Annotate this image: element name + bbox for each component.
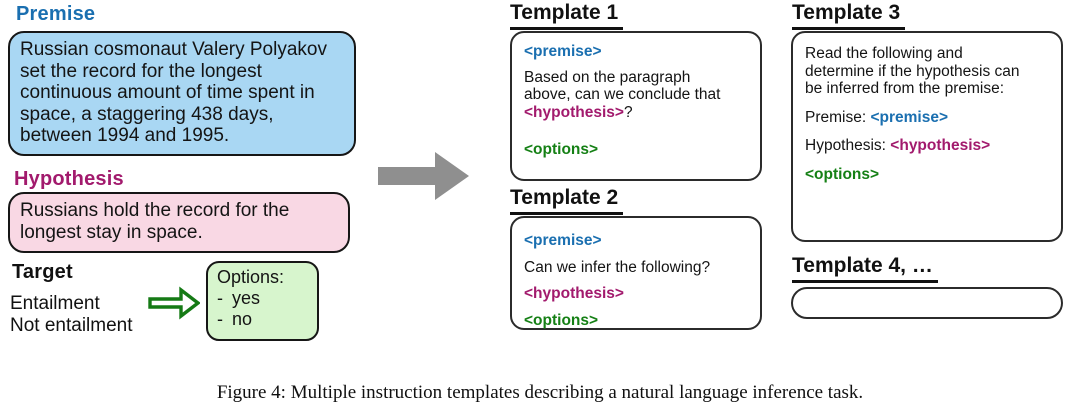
template-2-section: Template 2 xyxy=(510,186,624,215)
template-4-section: Template 4, … xyxy=(792,254,938,283)
template-4-title: Template 4, … xyxy=(792,254,938,283)
template-3-title: Template 3 xyxy=(792,1,906,30)
premise-text: Russian cosmonaut Valery Polyakov set th… xyxy=(20,39,327,146)
template-4-box xyxy=(791,287,1063,319)
template-3-hypothesis-line: Hypothesis: <hypothesis> xyxy=(805,137,1049,155)
premise-tag: <premise> xyxy=(524,232,602,249)
hypothesis-prefix: Hypothesis: xyxy=(805,137,891,154)
question-mark: ? xyxy=(623,103,633,121)
template-3-premise-line: Premise: <premise> xyxy=(805,109,1049,127)
flow-arrow-icon xyxy=(378,152,469,200)
option-bullet: - xyxy=(217,288,223,308)
option-bullet: - xyxy=(217,309,223,329)
hypothesis-text: Russians hold the record for the longest… xyxy=(20,200,290,243)
template-1-box: <premise> Based on the paragraph above, … xyxy=(510,31,762,181)
hypothesis-label: Hypothesis xyxy=(14,168,124,190)
target-arrow-icon xyxy=(148,286,200,320)
options-tag: <options> xyxy=(524,141,599,158)
options-title: Options: xyxy=(217,267,285,287)
option-label: no xyxy=(232,309,253,329)
template-3-body: Read the following and determine if the … xyxy=(805,45,1020,97)
template-3-section: Template 3 xyxy=(792,1,906,30)
option-item: - yes xyxy=(217,288,311,309)
hypothesis-tag: <hypothesis> xyxy=(524,103,624,121)
target-value: Entailment xyxy=(10,293,100,314)
premise-prefix: Premise: xyxy=(805,108,871,126)
hypothesis-tag: <hypothesis> xyxy=(890,137,991,154)
template-2-title: Template 2 xyxy=(510,186,624,215)
premise-tag: <premise> xyxy=(870,108,949,126)
template-1-title: Template 1 xyxy=(510,1,624,30)
option-item: - no xyxy=(217,309,311,330)
premise-box: Russian cosmonaut Valery Polyakov set th… xyxy=(8,31,356,156)
target-values: Entailment Not entailment xyxy=(10,293,133,336)
options-tag: <options> xyxy=(524,311,599,329)
template-2-box: <premise> Can we infer the following? <h… xyxy=(510,216,762,330)
template-3-box: Read the following and determine if the … xyxy=(791,31,1063,242)
premise-label: Premise xyxy=(16,3,96,25)
options-box: Options: - yes - no xyxy=(206,261,319,341)
premise-tag: <premise> xyxy=(524,43,602,60)
option-label: yes xyxy=(232,288,261,308)
target-label: Target xyxy=(12,261,73,283)
template-1-body: Based on the paragraph above, can we con… xyxy=(524,68,721,121)
hypothesis-box: Russians hold the record for the longest… xyxy=(8,192,350,253)
options-tag: <options> xyxy=(805,165,880,183)
template-2-body: Can we infer the following? xyxy=(524,258,711,276)
template-1-section: Template 1 xyxy=(510,1,624,30)
figure-caption: Figure 4: Multiple instruction templates… xyxy=(216,382,864,403)
target-value: Not entailment xyxy=(10,314,133,336)
hypothesis-tag: <hypothesis> xyxy=(524,285,624,302)
